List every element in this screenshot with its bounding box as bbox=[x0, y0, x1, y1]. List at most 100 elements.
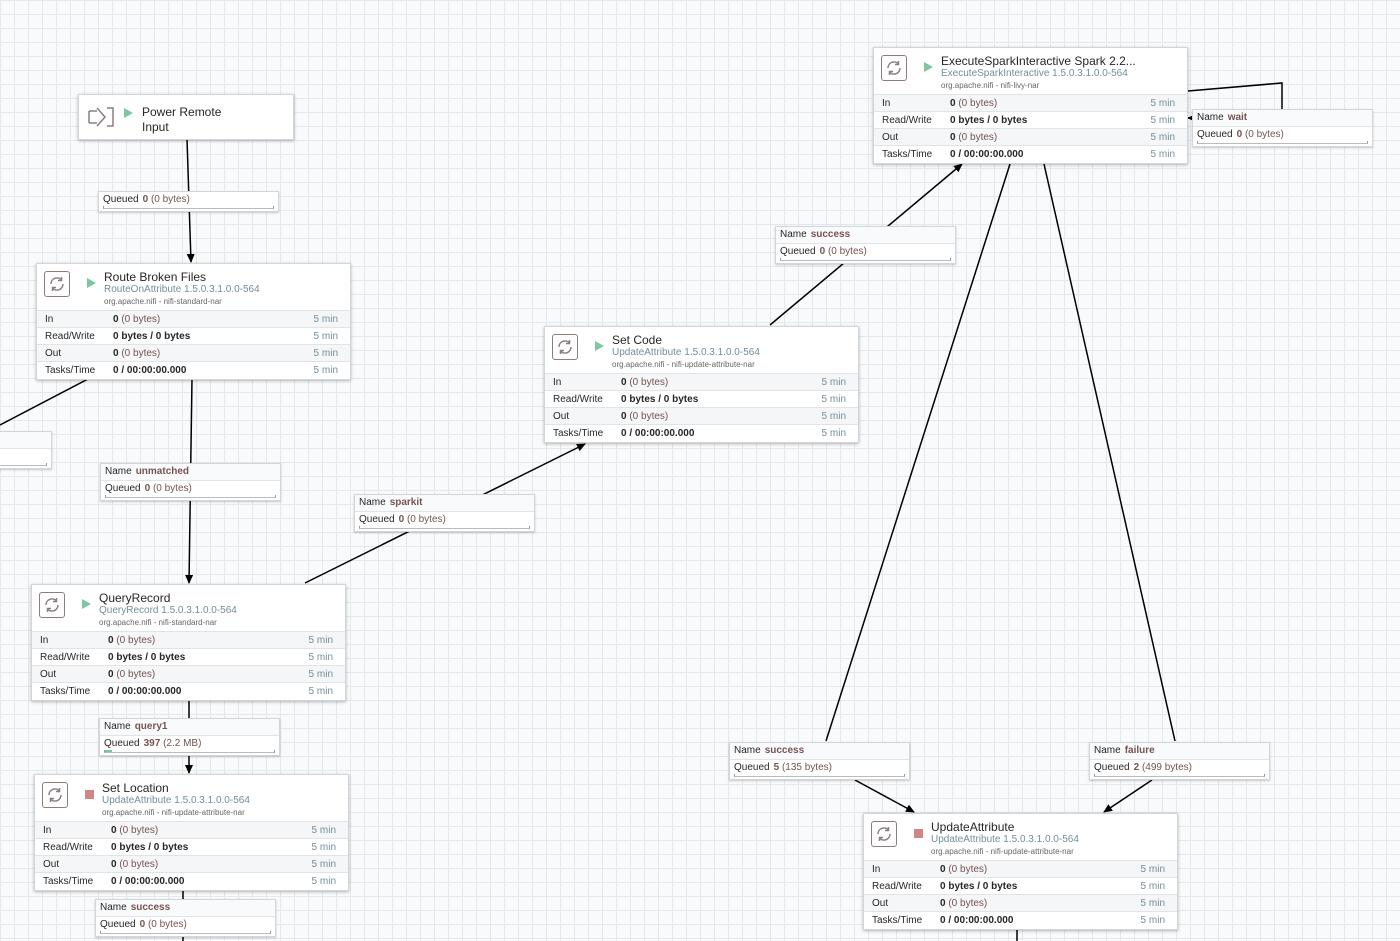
stat-value: 0 (0 bytes) bbox=[113, 314, 161, 325]
stat-label: In bbox=[882, 98, 891, 109]
queue-bar bbox=[1094, 774, 1265, 777]
processor-icon bbox=[44, 271, 70, 297]
stat-window: 5 min bbox=[311, 876, 336, 887]
queued-size: (0 bytes) bbox=[827, 246, 867, 257]
stat-label: Tasks/Time bbox=[553, 428, 604, 439]
stat-value: 0 / 00:00:00.000 bbox=[621, 428, 695, 439]
stat-window: 5 min bbox=[308, 652, 333, 663]
processor-name: Set Code bbox=[612, 333, 663, 347]
stat-label: Read/Write bbox=[882, 115, 932, 126]
conn-spark-failure bbox=[1043, 163, 1176, 742]
processor-type: UpdateAttribute 1.5.0.3.1.0.0-564 bbox=[102, 795, 250, 806]
stat-value: 0 (0 bytes) bbox=[950, 132, 998, 143]
stopped-state-icon bbox=[85, 790, 94, 799]
conn-spark-success bbox=[825, 163, 1011, 742]
connection-name: success bbox=[130, 902, 171, 913]
stat-label: Read/Write bbox=[45, 331, 95, 342]
input-port-name: Power Remote Input bbox=[142, 105, 242, 135]
input-port-name-line1: Power Remote bbox=[142, 105, 222, 119]
input-port-name-line2: Input bbox=[142, 120, 169, 134]
connection-name: unmatched bbox=[135, 466, 190, 477]
partial-label-row bbox=[0, 432, 51, 449]
queue-bar bbox=[780, 258, 951, 261]
stat-window: 5 min bbox=[313, 314, 338, 325]
connection-label-partial-left[interactable] bbox=[0, 431, 52, 469]
stat-value: 0 bytes / 0 bytes bbox=[113, 331, 191, 342]
stat-label: Out bbox=[40, 669, 57, 680]
queued-count: 0 bbox=[819, 246, 826, 257]
stat-value: 0 / 00:00:00.000 bbox=[108, 686, 182, 697]
queue-bar-fill bbox=[105, 750, 112, 752]
processor-execute-spark-interactive[interactable]: ExecuteSparkInteractive Spark 2.2...Exec… bbox=[873, 47, 1188, 164]
stat-window: 5 min bbox=[311, 825, 336, 836]
stat-value: 0 / 00:00:00.000 bbox=[113, 365, 187, 376]
stat-window: 5 min bbox=[1140, 898, 1165, 909]
queued-size: (0 bytes) bbox=[147, 919, 187, 930]
stat-label: In bbox=[40, 635, 49, 646]
running-state-icon bbox=[87, 278, 96, 288]
stat-value: 0 (0 bytes) bbox=[113, 348, 161, 359]
processor-name: Set Location bbox=[102, 781, 169, 795]
processor-bundle: org.apache.nifi - nifi-update-attribute-… bbox=[931, 847, 1074, 856]
stat-label: Read/Write bbox=[872, 881, 922, 892]
conn-spark-success-tail bbox=[854, 779, 915, 813]
connection-name: sparkit bbox=[389, 497, 423, 508]
processor-name: QueryRecord bbox=[99, 591, 171, 605]
stat-label: In bbox=[45, 314, 54, 325]
stat-value: 0 / 00:00:00.000 bbox=[940, 915, 1014, 926]
stat-label: Tasks/Time bbox=[882, 149, 933, 160]
processor-bundle: org.apache.nifi - nifi-livy-nar bbox=[941, 81, 1040, 90]
stat-value: 0 bytes / 0 bytes bbox=[111, 842, 189, 853]
stat-window: 5 min bbox=[1150, 115, 1175, 126]
processor-bundle: org.apache.nifi - nifi-standard-nar bbox=[99, 618, 217, 627]
processor-type: UpdateAttribute 1.5.0.3.1.0.0-564 bbox=[612, 347, 760, 358]
queue-bar bbox=[104, 750, 275, 753]
stat-window: 5 min bbox=[308, 635, 333, 646]
stat-window: 5 min bbox=[1150, 98, 1175, 109]
processor-icon bbox=[881, 55, 907, 81]
queued-size: (0 bytes) bbox=[150, 194, 190, 205]
stat-value: 0 (0 bytes) bbox=[108, 635, 156, 646]
stat-label: Read/Write bbox=[43, 842, 93, 853]
queue-bar bbox=[0, 463, 47, 466]
queued-size: (0 bytes) bbox=[406, 514, 446, 525]
processor-type: UpdateAttribute 1.5.0.3.1.0.0-564 bbox=[931, 834, 1079, 845]
conn-wait bbox=[1187, 82, 1283, 110]
processor-icon bbox=[42, 782, 68, 808]
stat-label: Tasks/Time bbox=[43, 876, 94, 887]
running-state-icon bbox=[595, 341, 604, 351]
queue-bar bbox=[103, 206, 274, 209]
stat-value: 0 bytes / 0 bytes bbox=[621, 394, 699, 405]
input-port-power-remote[interactable]: Power Remote Input bbox=[78, 94, 294, 140]
